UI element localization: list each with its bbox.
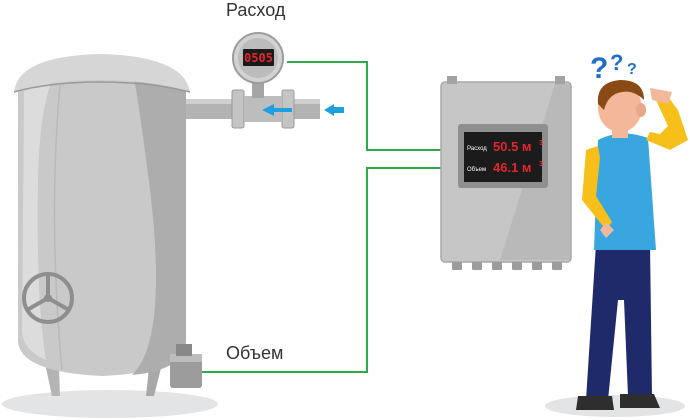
tank-handwheel-icon	[22, 272, 74, 324]
flow-arrow-icon	[262, 104, 344, 116]
flow-meter-gauge: 0505	[232, 32, 284, 84]
volume-sensor	[170, 344, 202, 388]
display-row-value-volume: 46.1 м	[493, 160, 532, 175]
display-row-unit-volume: 3	[539, 161, 543, 168]
question-mark-3: ?	[627, 61, 637, 78]
display-row-value-flow: 50.5 м	[493, 139, 532, 154]
tank-floor-shadow	[2, 390, 218, 418]
flow-meter-readout: 0505	[244, 51, 273, 65]
display-row-unit-flow: 3	[539, 140, 543, 147]
person-floor-shadow	[545, 395, 685, 417]
display-row-label-volume: Объем	[467, 167, 486, 173]
flow-signal-wire	[287, 61, 441, 151]
controller-display: Расход 50.5 м 3 Объем 46.1 м 3	[458, 124, 548, 188]
storage-tank	[13, 54, 191, 396]
display-row-label-flow: Расход	[467, 146, 487, 152]
inlet-pipe	[186, 80, 320, 129]
question-mark-1: ?	[590, 52, 608, 85]
confused-person	[576, 80, 688, 410]
flow-label: Расход	[226, 0, 286, 20]
question-mark-2: ?	[610, 50, 623, 75]
volume-signal-wire	[198, 167, 441, 373]
volume-label: Объем	[226, 343, 284, 363]
